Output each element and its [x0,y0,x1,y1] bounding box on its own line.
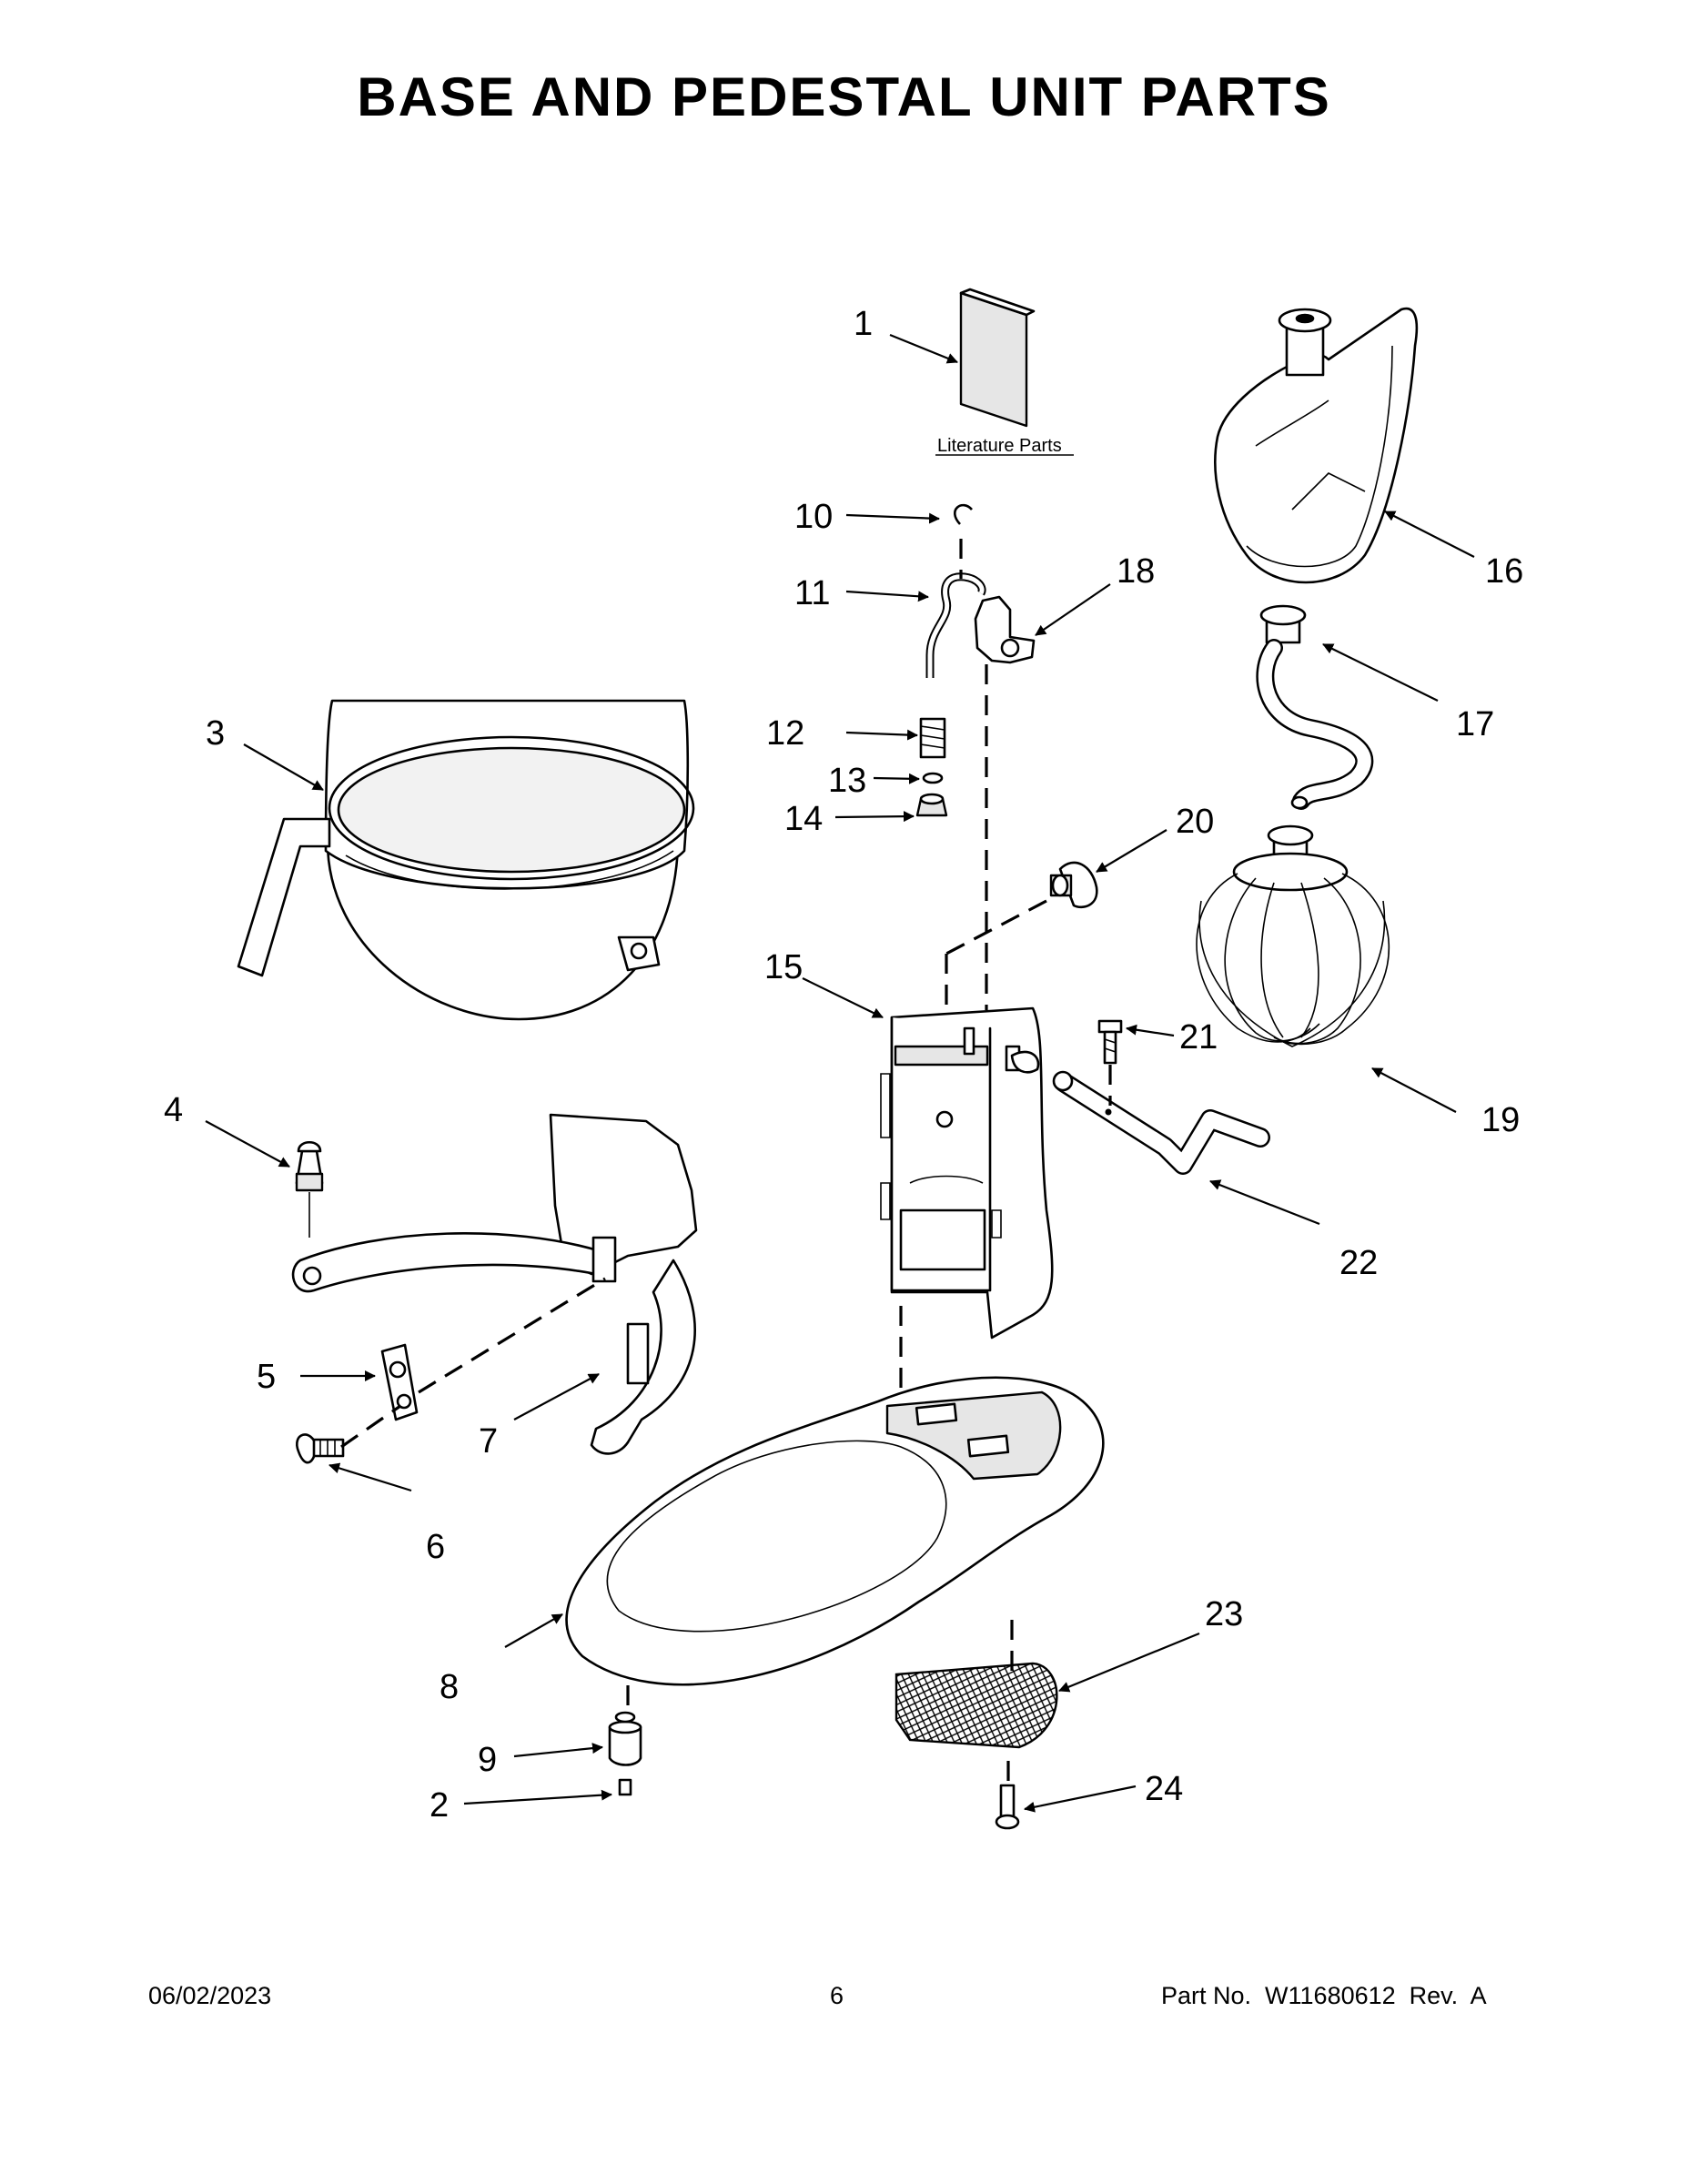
callout-22: 22 [1339,1244,1378,1282]
alignment-lines [340,539,1112,1782]
base [565,1376,1105,1686]
footer-date: 06/02/2023 [148,1982,272,2009]
column-screw [1097,1019,1123,1065]
callout-14: 14 [784,800,823,838]
foot-screw [618,1778,632,1796]
footer-part-number: Part No. W11680612 Rev. A [1161,1982,1487,2009]
callout-2: 2 [430,1786,449,1825]
callout-labels: 1 2 3 4 5 6 7 8 9 10 11 12 13 14 15 16 1… [164,305,1523,1825]
pedestal-column [880,1006,1054,1340]
retaining-clip [954,503,973,525]
callout-16: 16 [1485,552,1523,591]
rubber-foot [608,1711,642,1766]
callout-1: 1 [854,305,873,343]
mixing-bowl [237,699,695,1021]
lock-knob [1049,861,1098,909]
lift-rod [925,572,986,678]
footer-page-number: 6 [830,1982,844,2009]
wire-whip [1196,824,1390,1047]
grille-screw [995,1784,1020,1830]
lift-nut [915,793,948,817]
callout-17: 17 [1456,705,1494,743]
bowl-pin [295,1140,324,1238]
callout-6: 6 [426,1528,445,1566]
latch-screw [296,1433,345,1464]
callout-21: 21 [1179,1018,1218,1057]
lift-latch-plate [380,1343,419,1421]
literature-booklet [959,288,1036,428]
callout-23: 23 [1205,1595,1243,1633]
callout-5: 5 [257,1358,276,1396]
callout-10: 10 [794,498,833,536]
dough-hook [1256,604,1374,810]
callout-4: 4 [164,1091,183,1129]
callout-3: 3 [206,714,225,753]
callout-24: 24 [1145,1770,1183,1808]
lift-washer [922,772,944,784]
callout-13: 13 [828,762,866,800]
flat-beater [1214,307,1419,584]
callout-9: 9 [478,1741,497,1779]
lift-spring [919,717,946,759]
callout-15: 15 [764,948,803,986]
callout-18: 18 [1117,552,1155,591]
callout-8: 8 [440,1668,459,1706]
callout-20: 20 [1176,803,1214,841]
bottom-grille [895,1662,1058,1749]
callout-19: 19 [1481,1101,1520,1139]
callout-11: 11 [794,574,830,612]
bowl-lift-arm [291,1113,698,1455]
literature-parts-label: Literature Parts [937,436,1062,456]
page-title: BASE AND PEDESTAL UNIT PARTS [357,66,1331,127]
lift-crank-handle [1052,1070,1270,1175]
leader-arrows [205,333,1475,1813]
callout-12: 12 [766,714,804,753]
lift-bracket [974,595,1036,664]
callout-7: 7 [479,1422,498,1461]
